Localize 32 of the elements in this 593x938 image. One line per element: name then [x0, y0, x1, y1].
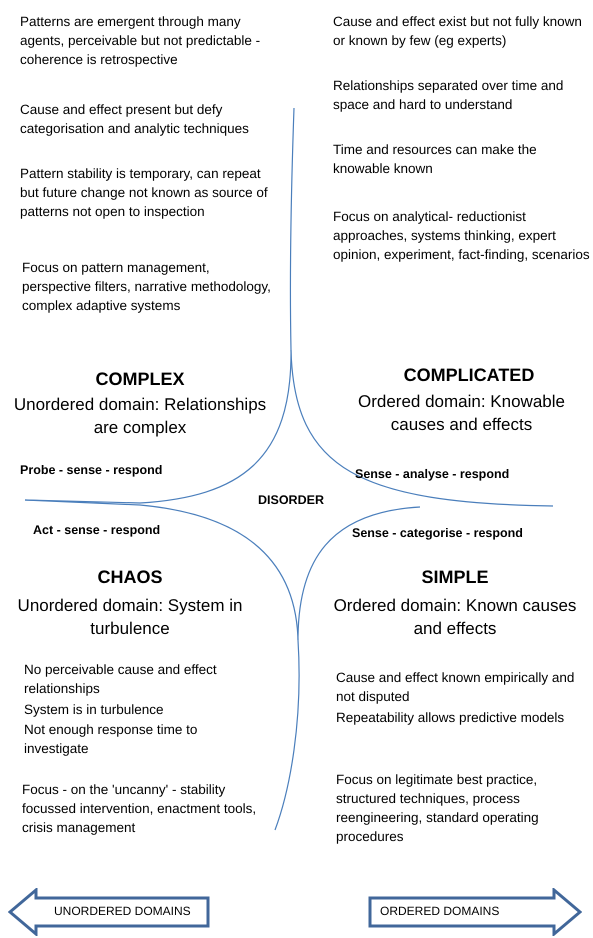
note-text: Time and resources can make the knowable known: [333, 141, 538, 178]
note-text: Focus on legitimate best practice, structured techniques, process reengineering, standard operating procedures: [336, 771, 540, 846]
domain-subtitle: Unordered domain: Relationships are complex: [12, 394, 268, 439]
note-text: Focus - on the 'uncanny' - stability focussed intervention, enactment tools, crisis management: [22, 781, 258, 837]
domain-subtitle: Ordered domain: Known causes and effects: [332, 595, 578, 640]
center-label: DISORDER: [258, 492, 324, 508]
approach-label: Sense - categorise - respond: [352, 525, 523, 541]
note-text: Repeatability allows predictive models: [336, 709, 566, 727]
note-text: Patterns are emergent through many agents, perceivable but not predictable - coherence is retrospective: [20, 13, 262, 69]
arrow-label: UNORDERED DOMAINS: [54, 904, 191, 918]
block-arrow: [368, 888, 582, 936]
note-text: No perceivable cause and effect relationships: [24, 661, 218, 698]
note-text: Cause and effect present but defy categorisation and analytic techniques: [20, 101, 250, 138]
note-text: System is in turbulence: [24, 701, 165, 719]
note-text: Not enough response time to investigate: [24, 721, 198, 758]
arrow-label: ORDERED DOMAINS: [380, 904, 500, 918]
domain-heading: SIMPLE: [420, 566, 490, 588]
domain-heading: CHAOS: [96, 566, 164, 588]
note-text: Cause and effect known empirically and not disputed: [336, 669, 576, 706]
note-text: Focus on pattern management, perspective filters, narrative methodology, complex adaptive systems: [22, 259, 272, 315]
domain-subtitle: Unordered domain: System in turbulence: [16, 595, 244, 640]
approach-label: Sense - analyse - respond: [355, 466, 510, 482]
note-text: Focus on analytical- reductionist approaches, systems thinking, expert opinion, experiment, fact-finding, scenarios: [333, 208, 591, 264]
approach-label: Probe - sense - respond: [20, 462, 162, 478]
block-arrow: [8, 888, 210, 936]
domain-subtitle: Ordered domain: Knowable causes and effects: [357, 391, 566, 436]
domain-heading: COMPLICATED: [402, 364, 536, 386]
note-text: Relationships separated over time and space and hard to understand: [333, 77, 564, 114]
approach-label: Act - sense - respond: [33, 522, 160, 538]
note-text: Cause and effect exist but not fully known or known by few (eg experts): [333, 13, 583, 50]
note-text: Pattern stability is temporary, can repeat but future change not known as source of patterns not open to inspection: [20, 165, 269, 221]
domain-heading: COMPLEX: [94, 368, 186, 390]
